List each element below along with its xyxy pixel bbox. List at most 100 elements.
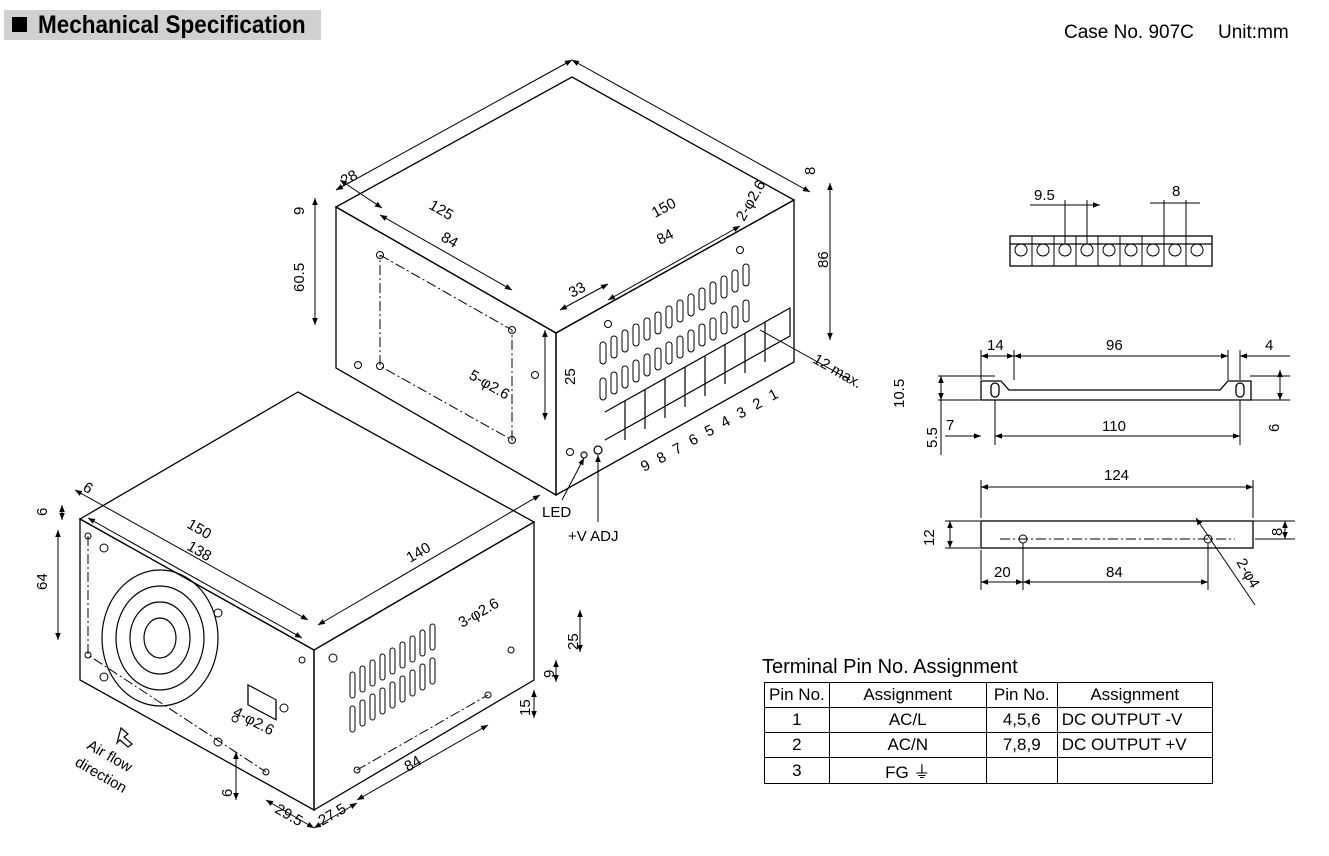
terminal-3: 3 (734, 404, 749, 423)
dim-64: 64 (34, 573, 51, 590)
terminal-2: 2 (750, 395, 765, 414)
table-cell: 2 (764, 732, 830, 758)
dim-84-bottom: 84 (402, 752, 425, 775)
dim-110: 110 (1102, 418, 1126, 435)
airflow-arrow-icon (115, 726, 133, 748)
top-view-dimensions (312, 59, 851, 420)
table-cell: 3 (764, 757, 830, 784)
table-cell (1056, 757, 1213, 784)
top-view-vents (599, 263, 750, 401)
top-view (312, 59, 851, 497)
dim-12: 12 (921, 529, 938, 546)
fan-face-label-window (247, 683, 277, 721)
bottom-view-hole-pattern (356, 694, 489, 771)
table-cell: AC/N (828, 732, 987, 758)
dim-140: 140 (404, 539, 434, 566)
table-cell: 4,5,6 (985, 707, 1058, 733)
table-header: Pin No. (985, 682, 1058, 708)
hole-label-4: 4-φ2.6 (230, 704, 277, 740)
fan-guard-icon (101, 569, 219, 707)
dim-84-bracket: 84 (1106, 564, 1123, 581)
dim-8-bracket: 8 (1269, 528, 1286, 536)
top-view-text: 28 125 84 150 84 9 60.5 33 25 86 8 5-φ2.… (291, 167, 865, 545)
terminal-1: 1 (766, 386, 781, 405)
terminal-5: 5 (702, 422, 717, 441)
dim-28: 28 (338, 167, 361, 190)
dim-96: 96 (1106, 337, 1123, 354)
top-view-terminals (580, 306, 791, 459)
led-label: LED (542, 504, 571, 521)
bottom-view (55, 391, 583, 829)
dim-6-left: 6 (34, 508, 51, 516)
table-header: Assignment (828, 682, 987, 708)
bracket-side-text: 14 96 4 10.5 5.5 7 110 6 (891, 337, 1283, 448)
dim-60-5: 60.5 (291, 263, 308, 292)
dim-9-bottom: 9 (541, 670, 558, 678)
dim-150-top: 150 (649, 195, 679, 222)
dim-14: 14 (987, 337, 1004, 354)
title-square-icon (12, 17, 27, 32)
table-row: 3 FG ⏚ (764, 757, 1213, 784)
hole-label-3: 3-φ2.6 (456, 595, 503, 632)
table-header-row: Pin No. Assignment Pin No. Assignment (764, 682, 1213, 708)
table-header: Pin No. (764, 682, 830, 708)
table-row: 2 AC/N 7,8,9 DC OUTPUT +V (764, 732, 1213, 758)
dim-4: 4 (1265, 337, 1273, 354)
vadj-label: +V ADJ (568, 528, 618, 545)
table-cell: 1 (764, 707, 830, 733)
dim-8-terminal: 8 (1172, 183, 1180, 200)
table-cell (985, 757, 1058, 784)
hole-label-5: 5-φ2.6 (466, 367, 513, 404)
terminal-6: 6 (686, 431, 701, 450)
dim-124: 124 (1104, 467, 1129, 484)
dim-84-left: 84 (438, 229, 461, 252)
bottom-view-dimensions (55, 489, 583, 829)
fan-hole-pattern (87, 536, 267, 773)
terminal-7: 7 (670, 440, 685, 459)
dim-150-bottom: 150 (184, 516, 214, 543)
dim-25-top: 25 (562, 368, 579, 385)
hole-label-2-phi4: 2-φ4 (1233, 556, 1263, 592)
bracket-side-view (938, 350, 1290, 455)
dim-6-bottom: 6 (219, 789, 236, 797)
bottom-view-vents (349, 623, 436, 733)
table-cell: FG ⏚ (828, 757, 987, 784)
max-label: 12 max. (810, 351, 865, 392)
pin-table-title: Terminal Pin No. Assignment (762, 656, 1018, 678)
page-title: Mechanical Specification (38, 11, 306, 39)
terminal-8: 8 (654, 449, 669, 468)
dim-86: 86 (815, 251, 832, 268)
title-bar (4, 10, 321, 40)
terminal-block-detail (1009, 200, 1213, 267)
dim-5-5: 5.5 (924, 427, 941, 448)
dim-84-front: 84 (654, 226, 677, 249)
top-view-holes (354, 246, 744, 456)
dim-29-5: 29.5 (272, 801, 306, 830)
table-row: 1 AC/L 4,5,6 DC OUTPUT -V (764, 707, 1213, 733)
dim-8-top: 8 (802, 167, 819, 175)
dim-33: 33 (566, 279, 589, 302)
dim-125: 125 (426, 197, 456, 224)
dim-15: 15 (517, 699, 534, 716)
top-view-left-face (335, 205, 557, 497)
dim-9-top: 9 (291, 207, 308, 215)
bottom-view-holes (84, 532, 515, 776)
pin-assignment-table: Pin No. Assignment Pin No. Assignment 1 … (764, 682, 1213, 784)
bracket-top-view (945, 480, 1295, 606)
table-header: Assignment (1056, 682, 1213, 708)
led-leaders (561, 455, 601, 522)
table-cell: AC/L (828, 707, 987, 733)
dim-25-bottom: 25 (565, 633, 582, 650)
unit-label: Unit:mm (1218, 22, 1289, 43)
terminal-4: 4 (718, 413, 733, 432)
dim-9-5: 9.5 (1034, 187, 1055, 204)
dim-138: 138 (184, 538, 214, 565)
top-view-top-face (334, 76, 796, 334)
case-number: Case No. 907C (1064, 22, 1194, 43)
dim-20: 20 (994, 564, 1011, 581)
dim-7: 7 (946, 417, 954, 434)
bottom-view-text: 6 150 138 140 6 64 25 9 15 84 29.5 27.5 … (34, 479, 582, 830)
terminal-9: 9 (638, 457, 653, 476)
dim-27-5: 27.5 (316, 800, 350, 829)
